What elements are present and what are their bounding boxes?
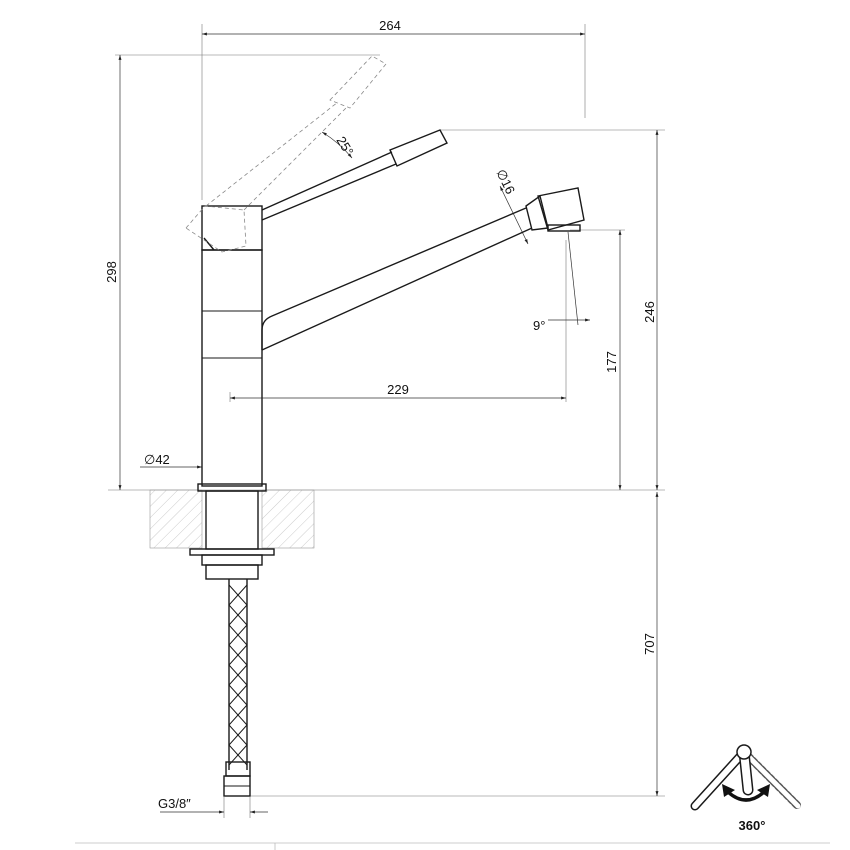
spout-diameter-label: ∅16 [493,167,518,197]
swivel-spout-rotation-icon: 360° [690,744,802,833]
hose-connection-label: G3/8″ [158,796,191,811]
clearance-height-label: 177 [604,351,619,373]
spout [261,187,585,351]
dimension-lines [118,32,659,814]
rotation-label: 360° [739,818,766,833]
total-height-label: 298 [104,261,119,283]
flexible-hose [223,579,251,797]
countertop-section [149,489,315,549]
faucet-body [189,249,275,580]
body-diameter-label: ∅42 [144,452,170,467]
lever-ghost-position [185,55,387,253]
hose-length-label: 707 [642,633,657,655]
dimension-labels: 264 229 298 246 177 707 ∅42 ∅16 25° 9° G… [104,18,657,811]
aerator-angle-label: 9° [533,318,545,333]
lever-handle [201,129,448,251]
bottom-rule [75,842,830,850]
spout-reach-label: 229 [387,382,409,397]
spout-outlet-height-label: 246 [642,301,657,323]
extension-lines [108,24,665,818]
lever-angle-label: 25° [333,134,356,159]
overall-reach-label: 264 [379,18,401,33]
